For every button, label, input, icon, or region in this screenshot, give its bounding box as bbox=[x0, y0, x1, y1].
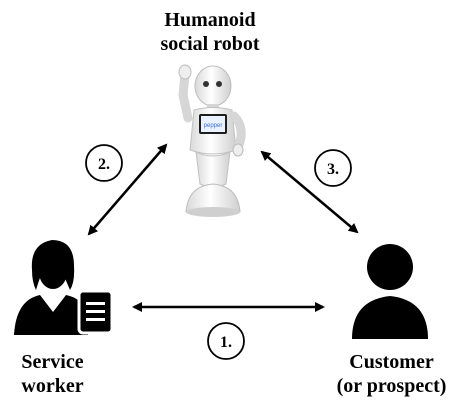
interaction-number-3: 3. bbox=[327, 161, 339, 178]
worker-label: Service worker bbox=[0, 350, 105, 398]
interaction-badge-2: 2. bbox=[85, 144, 123, 182]
arrow-robot-customer bbox=[260, 150, 359, 234]
robot-screen-text: pepper bbox=[204, 123, 223, 129]
robot-label: Humanoid social robot bbox=[130, 8, 290, 56]
interaction-number-2: 2. bbox=[98, 156, 110, 173]
worker-label-line1: Service bbox=[21, 351, 84, 373]
customer-label: Customer (or prospect) bbox=[318, 350, 465, 398]
robot-label-line1: Humanoid bbox=[164, 9, 256, 31]
customer-label-line1: Customer bbox=[349, 351, 434, 373]
service-worker-icon bbox=[14, 240, 114, 335]
robot-label-line2: social robot bbox=[160, 33, 260, 55]
interaction-number-1: 1. bbox=[220, 334, 232, 351]
customer-label-line2: (or prospect) bbox=[336, 375, 447, 397]
interaction-badge-1: 1. bbox=[207, 322, 245, 360]
interaction-badge-3: 3. bbox=[314, 149, 352, 187]
customer-icon bbox=[352, 244, 428, 339]
worker-label-line2: worker bbox=[21, 375, 84, 397]
humanoid-robot-image: pepper bbox=[178, 64, 246, 217]
arrow-worker-robot bbox=[87, 143, 168, 236]
